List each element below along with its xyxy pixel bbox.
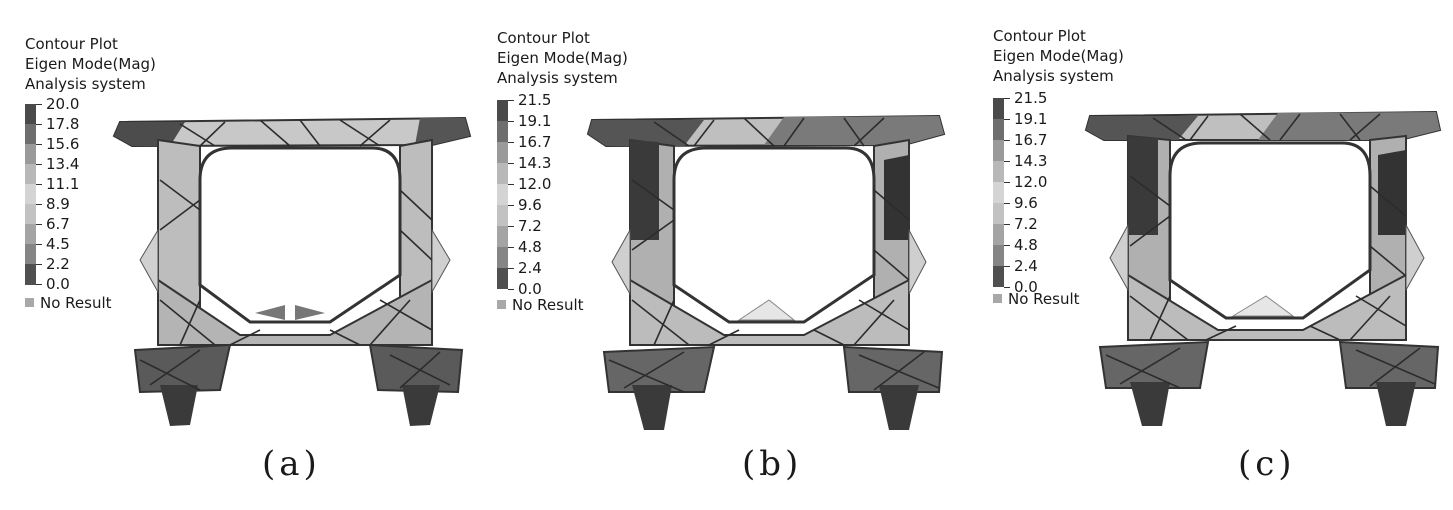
legend-title-line: Eigen Mode(Mag) <box>993 47 1124 65</box>
no-result-legend: No Result <box>25 294 112 312</box>
no-result-label: No Result <box>40 294 112 312</box>
scale-tick-label: 6.7 <box>46 215 70 233</box>
panel-caption: (b) <box>742 444 803 484</box>
legend-title-line: Analysis system <box>497 69 618 87</box>
legend-title-line: Eigen Mode(Mag) <box>497 49 628 67</box>
scale-tick-label: 8.9 <box>46 195 70 213</box>
no-result-legend: No Result <box>993 290 1080 308</box>
no-result-label: No Result <box>1008 290 1080 308</box>
scale-tick-label: 16.7 <box>518 133 552 151</box>
legend-title-line: Contour Plot <box>25 35 118 53</box>
scale-tick-label: 14.3 <box>1014 152 1048 170</box>
frame-contour-model <box>1084 110 1442 426</box>
scale-tick-label: 14.3 <box>518 154 552 172</box>
scale-tick-label: 17.8 <box>46 115 80 133</box>
color-scale-bar <box>25 104 36 285</box>
legend-title-line: Eigen Mode(Mag) <box>25 55 156 73</box>
no-result-swatch <box>497 300 506 309</box>
scale-tick-label: 7.2 <box>518 217 542 235</box>
scale-tick-label: 16.7 <box>1014 131 1048 149</box>
panel-b: Contour Plot Eigen Mode(Mag) Analysis sy… <box>484 0 968 510</box>
scale-tick-label: 2.4 <box>518 259 542 277</box>
no-result-legend: No Result <box>497 296 584 314</box>
panel-a: Contour Plot Eigen Mode(Mag) Analysis sy… <box>0 0 484 510</box>
scale-tick-label: 12.0 <box>518 175 552 193</box>
scale-tick-label: 9.6 <box>1014 194 1038 212</box>
scale-tick-label: 11.1 <box>46 175 80 193</box>
scale-tick-label: 21.5 <box>518 91 552 109</box>
scale-tick-label: 0.0 <box>518 280 542 298</box>
scale-tick-label: 0.0 <box>46 275 70 293</box>
legend-title-line: Contour Plot <box>497 29 590 47</box>
scale-tick-label: 0.0 <box>1014 278 1038 296</box>
no-result-swatch <box>993 294 1002 303</box>
panel-caption: (a) <box>262 444 321 484</box>
no-result-swatch <box>25 298 34 307</box>
no-result-label: No Result <box>512 296 584 314</box>
scale-tick-label: 4.8 <box>518 238 542 256</box>
color-scale-bar <box>993 98 1004 287</box>
scale-tick-label: 19.1 <box>1014 110 1048 128</box>
scale-tick-label: 2.4 <box>1014 257 1038 275</box>
legend-title: Contour Plot Eigen Mode(Mag) Analysis sy… <box>993 26 1124 86</box>
scale-tick-label: 13.4 <box>46 155 80 173</box>
legend-title: Contour Plot Eigen Mode(Mag) Analysis sy… <box>497 28 628 88</box>
scale-tick-label: 15.6 <box>46 135 80 153</box>
scale-tick-label: 9.6 <box>518 196 542 214</box>
scale-tick-label: 20.0 <box>46 95 80 113</box>
legend-title-line: Analysis system <box>25 75 146 93</box>
scale-tick-label: 12.0 <box>1014 173 1048 191</box>
scale-tick-label: 7.2 <box>1014 215 1038 233</box>
panel-caption: (c) <box>1238 444 1296 484</box>
panel-c: Contour Plot Eigen Mode(Mag) Analysis sy… <box>968 0 1452 510</box>
scale-tick-label: 4.8 <box>1014 236 1038 254</box>
scale-tick-label: 21.5 <box>1014 89 1048 107</box>
frame-contour-model <box>586 114 946 430</box>
scale-tick-label: 19.1 <box>518 112 552 130</box>
legend-title-line: Contour Plot <box>993 27 1086 45</box>
color-scale-bar <box>497 100 508 289</box>
frame-contour-model <box>112 116 472 426</box>
legend-title: Contour Plot Eigen Mode(Mag) Analysis sy… <box>25 34 156 94</box>
legend-title-line: Analysis system <box>993 67 1114 85</box>
scale-tick-label: 4.5 <box>46 235 70 253</box>
scale-tick-label: 2.2 <box>46 255 70 273</box>
